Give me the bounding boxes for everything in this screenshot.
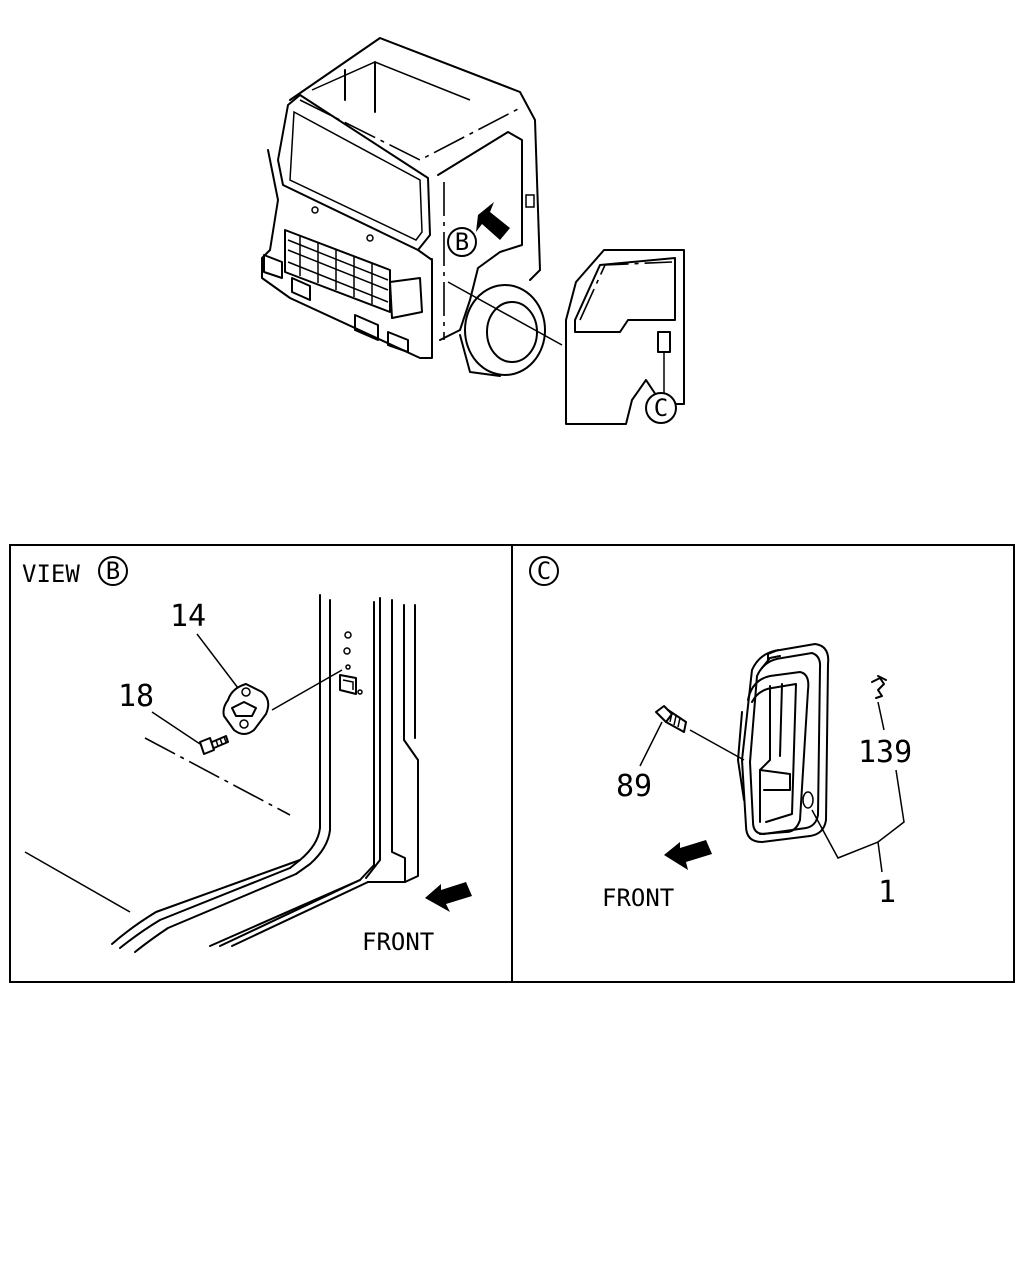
- view-b-circle: [98, 556, 128, 586]
- view-c-panel: C 89 139: [529, 556, 912, 912]
- view-b-title: VIEW: [22, 560, 80, 588]
- part-89-bolt: [655, 705, 687, 733]
- part-139-clip: [871, 675, 887, 699]
- part-1-door-handle: [737, 643, 830, 843]
- label-18: 18: [118, 679, 154, 714]
- callout-b: B: [447, 227, 477, 257]
- svg-text:B: B: [455, 228, 469, 256]
- cab-overview: [261, 37, 685, 425]
- label-139: 139: [858, 735, 912, 770]
- view-c-front-label: FRONT: [602, 884, 674, 912]
- svg-text:C: C: [654, 394, 668, 422]
- callout-c: C: [645, 392, 677, 424]
- part-18-screw: [199, 735, 229, 755]
- view-b-letter: B: [106, 557, 120, 585]
- front-arrow-icon: [425, 882, 472, 912]
- label-1: 1: [878, 875, 896, 910]
- part-14-striker: [222, 683, 270, 735]
- view-c-letter: C: [537, 557, 551, 585]
- view-c-circle: [529, 556, 559, 586]
- front-arrow-icon: [664, 840, 712, 870]
- view-b-front-label: FRONT: [362, 928, 434, 956]
- label-14: 14: [170, 599, 206, 634]
- view-b-panel: VIEW B: [22, 556, 472, 956]
- label-89: 89: [616, 769, 652, 804]
